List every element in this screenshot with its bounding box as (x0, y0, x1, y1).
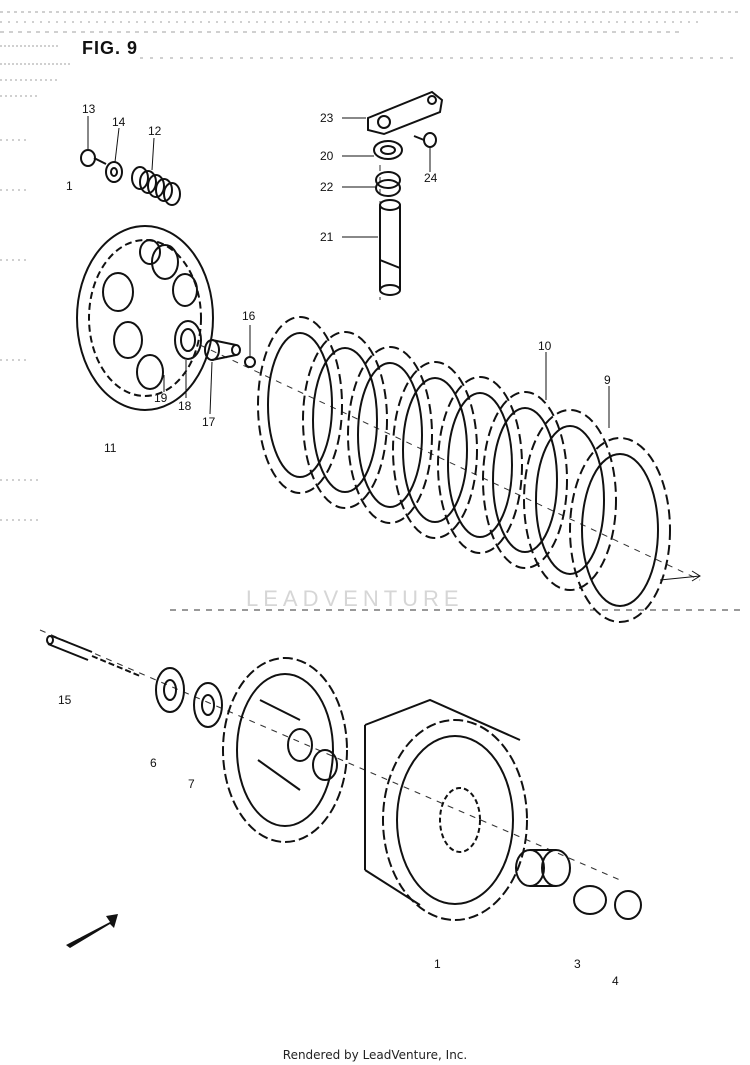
part-number-6: 6 (150, 756, 157, 770)
spring-12 (131, 166, 181, 206)
leader-lines (87, 116, 610, 428)
bolt-13 (80, 149, 107, 167)
pushrod-15 (46, 635, 141, 677)
figure-title: FIG. 9 (82, 38, 139, 58)
clutch-plate-stack (257, 316, 671, 623)
part-number-18: 18 (178, 399, 192, 413)
part-number-7: 7 (188, 777, 195, 791)
part-number-15: 15 (58, 693, 72, 707)
part-number-21: 21 (320, 230, 334, 244)
bearing-22 (375, 171, 401, 197)
arrow-line (659, 570, 701, 582)
clutch-housing (364, 698, 528, 921)
part-number-11: 11 (104, 441, 117, 455)
thrust-washers (155, 667, 223, 728)
part-number-12: 12 (148, 124, 162, 138)
oil-seal-20 (373, 140, 403, 160)
part-number-16: 16 (242, 309, 256, 323)
release-shaft-21 (379, 199, 401, 296)
part-number-14: 14 (112, 115, 126, 129)
part-number-22: 22 (320, 180, 334, 194)
release-arm-23 (367, 90, 444, 136)
pushrod-17 (204, 339, 241, 361)
part-number-1: 1 (66, 179, 73, 193)
bearing-18 (174, 320, 202, 360)
part-number-9: 9 (604, 373, 611, 387)
part-number-13: 13 (82, 102, 96, 116)
part-number-20: 20 (320, 149, 334, 163)
part-number-19: 19 (154, 391, 168, 405)
ball-16 (244, 356, 256, 368)
part-number-23: 23 (320, 111, 334, 125)
part-number-1b: 1 (434, 957, 441, 971)
washer-14 (105, 161, 123, 183)
watermark: LEADVENTURE (246, 586, 464, 611)
pressure-plate-11 (76, 225, 214, 411)
part-number-3: 3 (574, 957, 581, 971)
end-washers (573, 885, 642, 920)
clutch-hub (222, 657, 348, 843)
part-number-17: 17 (202, 415, 216, 429)
part-number-4: 4 (612, 974, 619, 988)
footer-credit: Rendered by LeadVenture, Inc. (282, 1048, 468, 1062)
part-number-10: 10 (538, 339, 552, 353)
scan-noise (0, 11, 740, 521)
forward-arrow-icon (66, 914, 118, 948)
spacer-bushing (515, 849, 571, 887)
screw-24 (413, 132, 437, 148)
part-number-24: 24 (424, 171, 438, 185)
